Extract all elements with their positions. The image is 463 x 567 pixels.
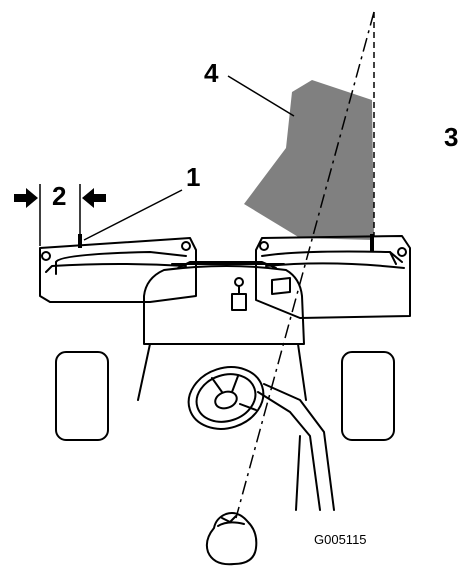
- control-lever-icon: [231, 277, 247, 311]
- steering-wheel-icon: [187, 366, 265, 430]
- right-rear-wheel: [341, 351, 395, 441]
- right-deck-section: [255, 235, 411, 319]
- callout-3: 3: [444, 122, 458, 152]
- operator-head-icon: [205, 512, 258, 566]
- tractor-hood: [137, 261, 307, 401]
- control-panel-icon: [271, 277, 291, 295]
- shaded-target-area: [244, 80, 374, 240]
- leader-line-1: [83, 189, 183, 241]
- right-arrow-icon: [14, 188, 38, 208]
- callout-1: 1: [186, 162, 200, 192]
- left-arrow-icon: [82, 188, 106, 208]
- sight-line-dash-dot: [235, 11, 375, 519]
- callout-2: 2: [52, 181, 66, 211]
- steering-column: [257, 383, 335, 511]
- left-rear-wheel: [55, 351, 109, 441]
- dimension-2: [14, 184, 106, 246]
- leader-line-4: [227, 75, 295, 117]
- callout-4: 4: [204, 58, 219, 88]
- figure-id: G005115: [314, 532, 367, 547]
- left-deck-section: [39, 237, 197, 303]
